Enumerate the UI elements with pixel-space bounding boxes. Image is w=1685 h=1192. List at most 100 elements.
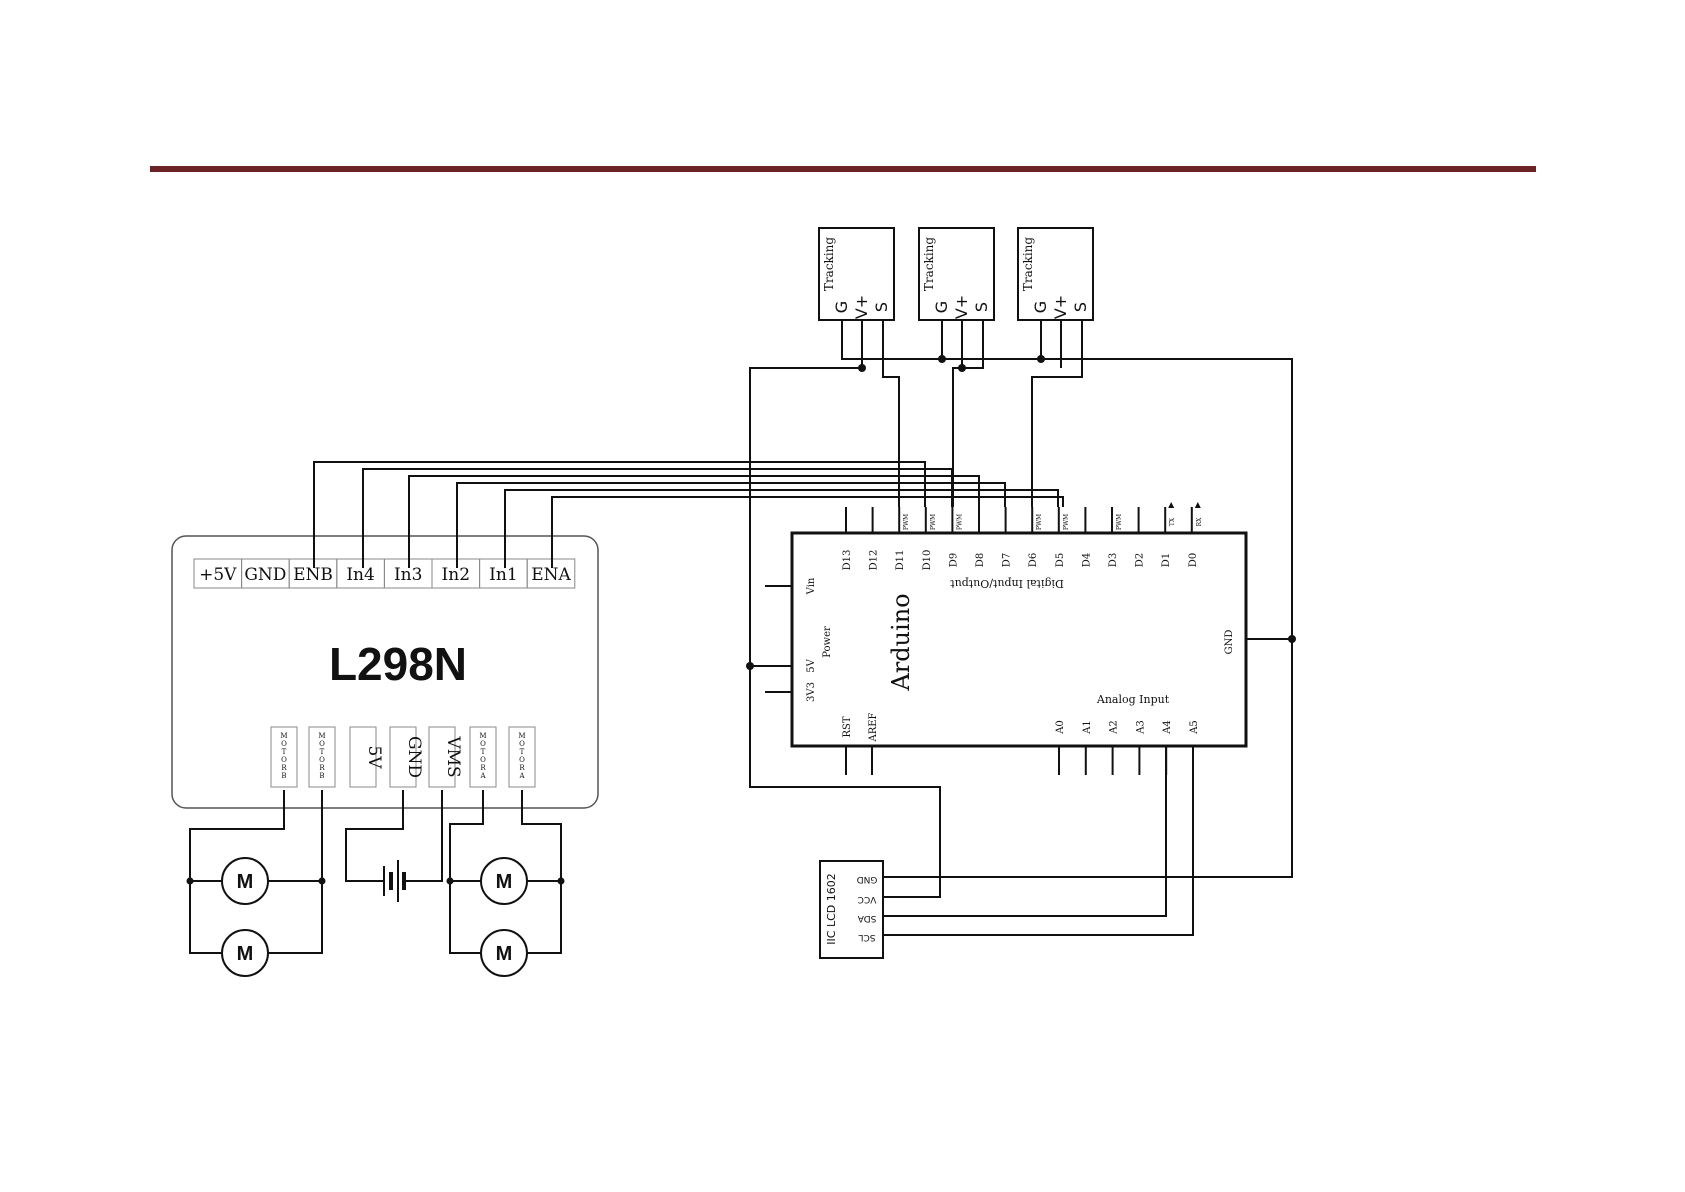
tracking-outline (1017, 227, 1094, 321)
l298n-bottom-pin-label: VMS (443, 735, 463, 777)
power-label: Power (822, 626, 833, 658)
arduino-pin-tag: PWM (1036, 514, 1043, 530)
tracking-pin-label: V+ (952, 295, 971, 319)
arduino-digital-pin-label: D1 (1161, 553, 1172, 567)
l298n-header-pin-label: +5V (199, 565, 237, 585)
l298n-bottom-pin-box (349, 726, 377, 788)
tracking-label: Tracking (822, 237, 836, 291)
tracking-outline (918, 227, 995, 321)
l298n-header-pin-label: In3 (394, 565, 422, 585)
arduino-digital-pin-label: D12 (869, 550, 880, 571)
lcd-pin-label: SDA (857, 913, 876, 923)
tracking-pin-label: V+ (852, 295, 871, 319)
arduino-pin-tag: PWM (903, 514, 910, 530)
lcd-pin-label: SCL (858, 932, 875, 942)
l298n-bottom-pin-label: GND (404, 736, 424, 778)
arduino-bottom-pin-label: AREF (868, 712, 879, 742)
lcd-pin-label: VCC (858, 894, 877, 904)
arduino-gnd-label: GND (1224, 630, 1235, 655)
arduino-digital-pin-label: D7 (1002, 553, 1013, 567)
arduino-analog-pin-label: A5 (1189, 720, 1200, 735)
arduino-pin-tag: PWM (1116, 514, 1123, 530)
arduino-digital-pin-label: D11 (895, 550, 906, 571)
junction-dots-wires (746, 355, 1296, 670)
arduino-pin-tag: PWM (1063, 514, 1070, 530)
l298n-bottom-pin-box (428, 726, 456, 788)
arduino-board: Arduino Digital Input/Output Analog Inpu… (765, 502, 1248, 775)
arduino-power-pin-label: 3V3 (806, 682, 817, 702)
digital-io-label: Digital Input/Output (950, 577, 1064, 590)
arduino-title: Arduino (887, 593, 915, 691)
arduino-analog-pin-label: A0 (1055, 720, 1066, 735)
arduino-digital-pin-label: D6 (1028, 553, 1039, 567)
tracking-label: Tracking (922, 237, 936, 291)
arduino-analog-pin-label: A4 (1162, 720, 1173, 735)
l298n-header-pin-label: In1 (489, 565, 517, 585)
l298n-bottom-pin-box (308, 726, 336, 788)
l298n-header-pins: +5V GND ENB In4 In3 In2 In1 ENA (193, 558, 576, 589)
l298n-header-pin-label: In4 (346, 565, 374, 585)
arduino-serial-arrow-icon (1194, 502, 1201, 508)
arduino-analog-pin-label: A1 (1082, 720, 1093, 735)
arduino-digital-pin-label: D9 (948, 553, 959, 567)
lcd-outline (819, 860, 884, 959)
l298n-bottom-pin-box (270, 726, 298, 788)
battery-symbol (383, 860, 406, 902)
motor-label: M (496, 943, 513, 965)
motor-symbol (480, 857, 528, 905)
arduino-digital-pin-label: D0 (1188, 553, 1199, 567)
arduino-digital-pin-label: D2 (1135, 553, 1146, 567)
l298n-outline (171, 535, 599, 809)
header-rule (150, 166, 1536, 172)
arduino-digital-pin-label: D10 (922, 550, 933, 571)
l298n-bottom-pin-box (389, 726, 417, 788)
motor-label: M (237, 871, 254, 893)
arduino-analog-pin-label: A3 (1135, 720, 1146, 735)
arduino-digital-pin-label: D13 (842, 550, 853, 571)
tracking-outline (818, 227, 895, 321)
arduino-digital-pin-label: D4 (1081, 553, 1092, 567)
arduino-power-pin-label: Vin (806, 577, 817, 595)
tracking-pin-label: G (1031, 301, 1050, 313)
tracking-pin-label: G (832, 301, 851, 313)
tracking-pin-label: S (1071, 302, 1090, 312)
tracking-pin-label: G (932, 301, 951, 313)
tracking-pin-label: V+ (1051, 295, 1070, 319)
arduino-power-pin-label: 5V (806, 658, 817, 672)
tracking-label: Tracking (1021, 237, 1035, 291)
motor-symbol (221, 857, 269, 905)
arduino-pin-tag: PWM (956, 514, 963, 530)
motor-wiring (189, 790, 562, 954)
arduino-pin-tag: PWM (930, 514, 937, 530)
motor-label: M (496, 871, 513, 893)
l298n-header-pin-label: In2 (442, 565, 470, 585)
arduino-digital-pin-label: D5 (1055, 553, 1066, 567)
arduino-pin-tag: TX (1169, 517, 1176, 526)
arduino-digital-pin-label: D3 (1108, 553, 1119, 567)
l298n-header-pin-label: ENA (531, 565, 571, 585)
arduino-analog-pin-label: A2 (1109, 720, 1120, 735)
l298n-bottom-pin-box (508, 726, 536, 788)
l298n-header-pin-label: ENB (293, 565, 333, 585)
signal-wires (313, 320, 1293, 936)
arduino-outline (790, 531, 1248, 748)
arduino-pin-tag: RX (1196, 517, 1203, 527)
lcd-name: IIC LCD 1602 (825, 873, 838, 944)
motor-symbol (221, 929, 269, 977)
arduino-serial-arrow-icon (1168, 502, 1175, 508)
l298n-header-pin-label: GND (244, 565, 286, 585)
